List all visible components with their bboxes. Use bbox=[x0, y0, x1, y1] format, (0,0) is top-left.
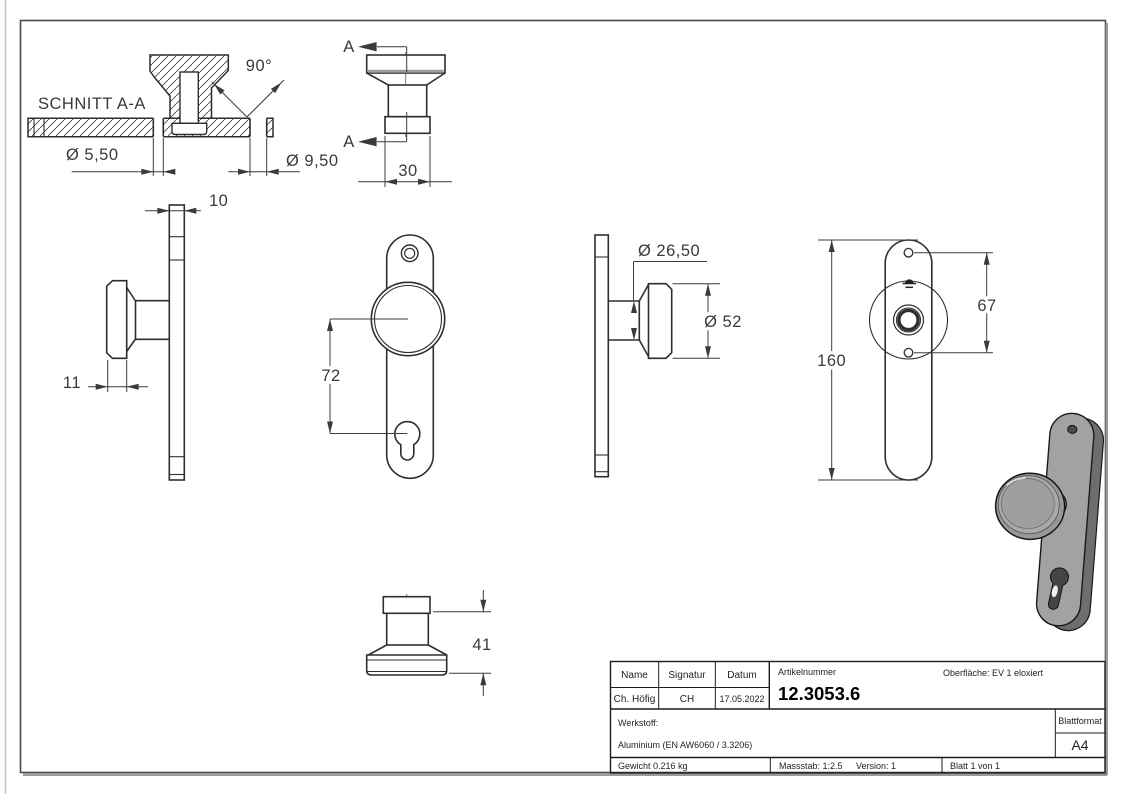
dim-neck-diameter: Ø 26,50 bbox=[638, 242, 700, 260]
section-arrow-top bbox=[358, 42, 377, 52]
dim-plate-thickness: 10 bbox=[209, 192, 228, 210]
mounting-hole-bottom bbox=[903, 347, 914, 358]
screw-hole-top bbox=[400, 244, 419, 263]
label-material: Werkstoff: bbox=[618, 718, 658, 728]
dim-countersink-angle: 90° bbox=[246, 57, 272, 75]
knob-head-side-right bbox=[647, 282, 673, 360]
side-view-left: 10 11 bbox=[59, 189, 231, 481]
sheet-number: Blatt 1 von 1 bbox=[950, 761, 1000, 771]
screw-flange-section bbox=[171, 122, 208, 136]
section-label: SCHNITT A-A bbox=[38, 95, 146, 113]
label-date: Datum bbox=[727, 670, 756, 681]
knob-bottom-view: 41 bbox=[365, 590, 495, 696]
dim-knob-width: 30 bbox=[398, 162, 417, 180]
title-block: Name Signatur Datum Ch. Höfig CH 17.05.2… bbox=[609, 660, 1106, 774]
value-date: 17.05.2022 bbox=[719, 694, 764, 704]
dim-plate-height: 160 bbox=[817, 352, 846, 370]
dim-knob-height: 41 bbox=[472, 636, 491, 654]
euro-keyhole-front bbox=[394, 420, 421, 461]
dim-hole-large: Ø 9,50 bbox=[286, 152, 339, 170]
screw-section bbox=[179, 71, 199, 124]
dim-hole-spacing: 67 bbox=[977, 297, 996, 315]
dim-center-distance: 72 bbox=[321, 367, 340, 385]
section-arrow-bottom bbox=[358, 137, 377, 147]
spindle-hole bbox=[897, 308, 920, 332]
product-3d-render bbox=[994, 412, 1105, 632]
front-view: 72 bbox=[318, 234, 446, 480]
side-view-right: Ø 26,50 Ø 52 bbox=[594, 234, 745, 478]
cut-label-top: A bbox=[343, 38, 355, 56]
mounting-hole-top bbox=[903, 247, 914, 258]
label-signature: Signatur bbox=[668, 670, 706, 681]
dim-knob-face: 11 bbox=[63, 374, 81, 392]
value-signature: CH bbox=[680, 694, 694, 705]
scale: Massstab: 1:2.5 bbox=[779, 761, 843, 771]
render-highlight bbox=[1006, 476, 1026, 487]
position-symbol bbox=[902, 279, 916, 289]
label-sheet-format: Blattformat bbox=[1058, 716, 1102, 726]
render-screw-hole bbox=[1067, 424, 1078, 434]
dim-hole-small: Ø 5,50 bbox=[66, 146, 119, 164]
render-keyhole bbox=[1047, 567, 1069, 610]
label-name: Name bbox=[621, 670, 648, 681]
value-sheet-format: A4 bbox=[1071, 737, 1088, 753]
section-view-a-a: SCHNITT A-A 90° Ø 5,50 Ø 9,50 bbox=[27, 54, 342, 176]
value-name: Ch. Höfig bbox=[614, 694, 656, 705]
knob-top-view: A A 30 bbox=[340, 35, 452, 187]
label-article-number: Artikelnummer bbox=[778, 667, 836, 677]
drawing-frame bbox=[19, 19, 1107, 774]
surface-finish: Oberfläche: EV 1 eloxiert bbox=[943, 668, 1044, 678]
dim-knob-diameter: Ø 52 bbox=[704, 313, 742, 331]
back-view: 160 67 bbox=[814, 239, 1000, 481]
cut-label-bottom: A bbox=[343, 133, 355, 151]
weight: Gewicht 0.216 kg bbox=[618, 761, 688, 771]
version: Version: 1 bbox=[856, 761, 896, 771]
article-number: 12.3053.6 bbox=[778, 683, 860, 704]
knob-head-side bbox=[105, 279, 128, 360]
value-material: Aluminium (EN AW6060 / 3.3206) bbox=[618, 740, 752, 750]
plate-section-cut bbox=[27, 117, 274, 138]
